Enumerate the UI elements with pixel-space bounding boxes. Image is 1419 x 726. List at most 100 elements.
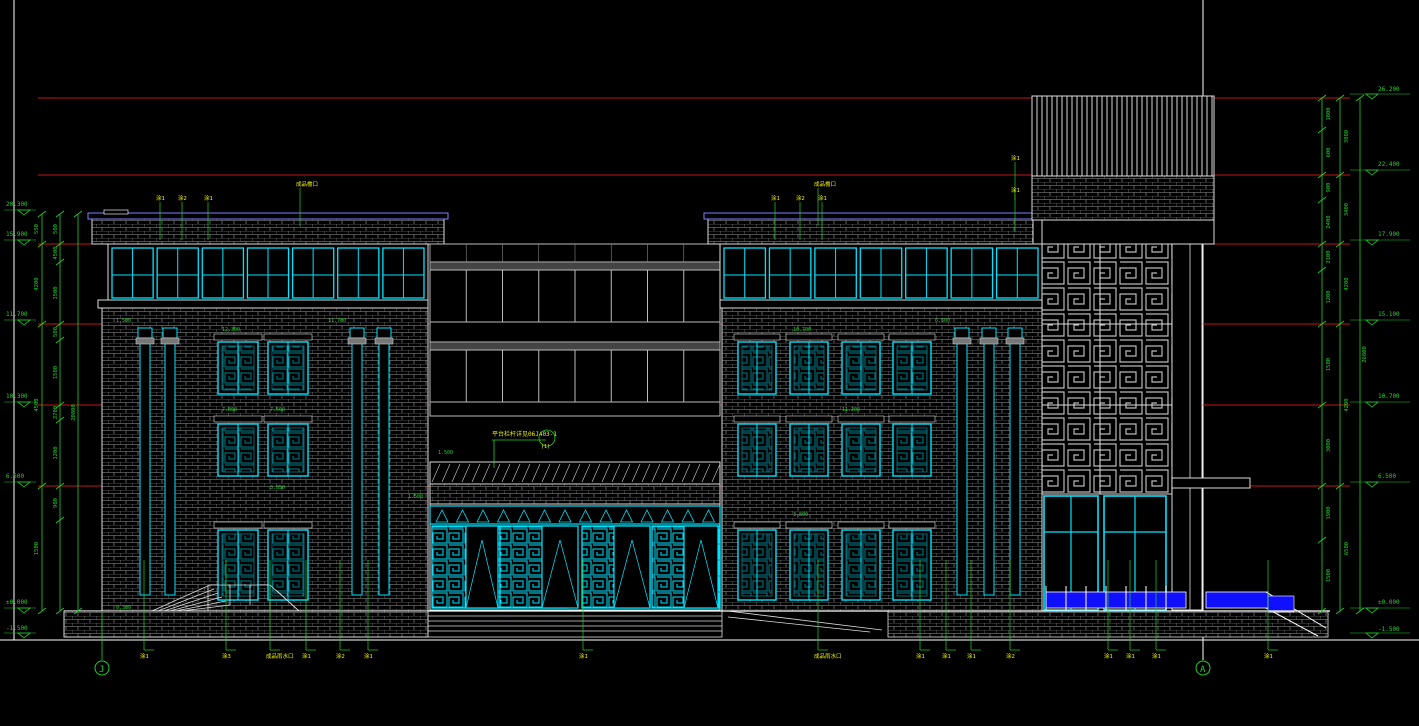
window-head — [213, 333, 263, 341]
level-left-second: 10.300 — [6, 393, 28, 400]
rail-bar — [691, 463, 701, 483]
window-head — [837, 415, 885, 423]
dim-label: 2700 — [53, 406, 59, 419]
dim-label: 4200 — [1344, 398, 1350, 411]
rail-bar — [511, 463, 521, 483]
dim-tick — [1317, 320, 1327, 328]
dim-tick — [1335, 171, 1345, 179]
window-head — [837, 333, 885, 341]
rail-bar — [631, 463, 641, 483]
tag-label: 涂1 — [1104, 652, 1113, 660]
pilaster-band — [952, 337, 972, 345]
dim-tick — [37, 240, 47, 248]
transom-ornament — [476, 509, 490, 523]
dim-tick — [1317, 607, 1327, 615]
dim-label: 3000 — [1326, 439, 1332, 452]
balcony-note-text: 平台栏杆详见06J403-1 — [492, 430, 557, 438]
window-head — [837, 521, 885, 529]
dim-tick — [55, 482, 65, 490]
grid-label-a: A — [1200, 665, 1206, 675]
level-left-first: 6.500 — [6, 473, 24, 480]
dim-tick — [37, 210, 47, 218]
window-head — [888, 415, 936, 423]
tag-label: 成品雨水口 — [266, 652, 294, 660]
dim-tick — [55, 320, 65, 328]
level-right-mid: 10.700 — [1378, 393, 1400, 400]
rail-bar — [471, 463, 481, 483]
elevation-marks: 20.300 15.900 11.700 10.300 6.500 ±0.000… — [6, 86, 1400, 633]
rail-bar — [561, 463, 571, 483]
door-leaf — [465, 525, 499, 609]
rail-bar — [571, 463, 581, 483]
pilaster-cap — [162, 327, 178, 339]
pilaster-slot — [164, 341, 176, 596]
rail-bar — [701, 463, 711, 483]
grid-bubble-j: J — [94, 611, 110, 676]
center-block — [427, 243, 723, 638]
level-triangle — [1364, 607, 1380, 614]
tag-label: 涂2 — [1006, 652, 1015, 660]
level-triangle — [16, 481, 32, 488]
tag-label: 涂1 — [204, 194, 213, 202]
pilaster-band — [1005, 337, 1025, 345]
dim-tick — [1355, 94, 1365, 102]
dim-tick — [37, 607, 47, 615]
dim-tick — [1335, 320, 1345, 328]
pilaster-band — [160, 337, 180, 345]
center-balcony-railing — [431, 463, 721, 483]
level-triangle — [16, 209, 32, 216]
pilaster-band — [979, 337, 999, 345]
dim-label: 4500 — [34, 398, 40, 411]
level-left-bottom: -1.500 — [6, 625, 28, 632]
window-head — [263, 521, 313, 529]
dim-tick — [1317, 94, 1327, 102]
pilaster-cap — [137, 327, 153, 339]
transom-ornament — [558, 509, 572, 523]
dim-label: 500 — [53, 327, 59, 337]
dim-label: 1900 — [1326, 506, 1332, 519]
level-left-third: 11.700 — [6, 311, 28, 318]
level-triangle — [1364, 239, 1380, 246]
transom-ornament — [537, 509, 552, 523]
tag-label: 涂1 — [1264, 652, 1273, 660]
center-steps — [427, 610, 723, 638]
rail-bar — [491, 463, 501, 483]
transom-ornament — [496, 509, 511, 523]
door-leaf — [613, 525, 651, 609]
elevation-triangles — [4, 93, 1410, 639]
tag-label: 涂2 — [178, 194, 187, 202]
rail-bar — [661, 463, 671, 483]
tag-label: 涂1 — [1011, 154, 1020, 162]
transom-ornament — [435, 509, 449, 523]
dim-tick — [55, 336, 65, 344]
door-swing — [700, 539, 719, 609]
window-head — [263, 415, 313, 423]
dim-label: 3800 — [1344, 130, 1350, 143]
railing-panel — [1045, 591, 1187, 609]
level-right-tower: 26.200 — [1378, 86, 1400, 93]
rail-bar — [601, 463, 611, 483]
door-swing — [559, 539, 579, 609]
tag-label: 涂2 — [796, 194, 805, 202]
balcony-note: 平台栏杆详见06J403-1 (1) — [492, 429, 557, 468]
dim-tick — [55, 607, 65, 615]
dim-tick — [73, 607, 83, 615]
dim-label: 900 — [1326, 183, 1332, 193]
right-pilasters — [952, 327, 1025, 596]
rail-bar — [451, 463, 461, 483]
rail-bar — [481, 463, 491, 483]
rail-bar — [651, 463, 661, 483]
rail-bar — [521, 463, 531, 483]
level-triangle — [1364, 93, 1380, 100]
window-head — [785, 333, 833, 341]
tag-label: 涂1 — [364, 652, 373, 660]
callout-3: 11.700 — [328, 318, 346, 324]
level-right-second: 6.500 — [1378, 473, 1396, 480]
callout-12: 6.500 — [935, 318, 950, 324]
rail-bar — [541, 463, 551, 483]
rail-bar — [461, 463, 471, 483]
grid-bubble-a: A — [1195, 660, 1211, 676]
tag-label: 涂2 — [336, 652, 345, 660]
pilaster-band — [135, 337, 155, 345]
dim-label: 1500 — [1326, 569, 1332, 582]
